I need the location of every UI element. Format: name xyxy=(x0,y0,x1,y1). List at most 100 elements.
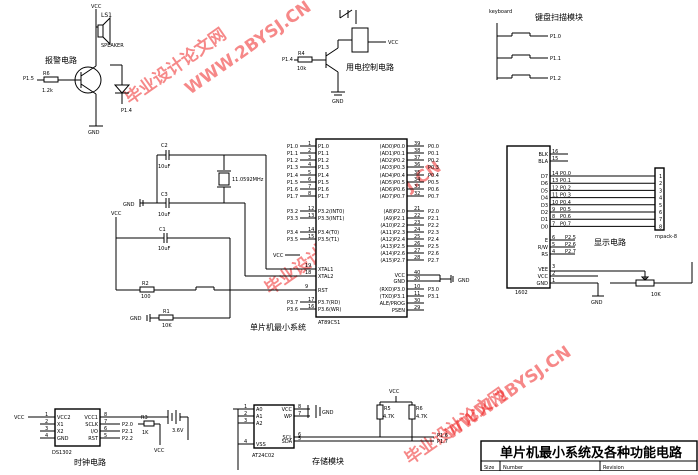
mcu-chip xyxy=(315,138,408,318)
speaker-icon xyxy=(97,24,104,38)
pin-number: 22 xyxy=(414,213,420,219)
r5-val: 4.7K xyxy=(383,414,395,420)
pin-number: 12 xyxy=(552,185,558,191)
pin-number: 3 xyxy=(552,264,555,270)
eeprom-pin-label: VCC xyxy=(282,407,293,413)
relay-pin: P1.4 xyxy=(282,57,293,63)
net-label: P1.0 xyxy=(287,144,298,150)
mcu-pin-label: (AD7)P0.7 xyxy=(380,194,405,200)
pin-number: 3 xyxy=(244,418,247,424)
oscillator-reset-circuit: C2 10uF C3 10uF GND 11.0592MHz VCC C1 10… xyxy=(111,143,300,329)
pin-number: 2 xyxy=(244,411,247,417)
pin-number: 2 xyxy=(308,148,311,154)
net-label: P0.2 xyxy=(560,185,571,191)
mcu-pin-label: P3.5(T1) xyxy=(318,237,339,243)
mcu-pin-label: VCC xyxy=(395,273,406,279)
net-label: P1.6 xyxy=(287,187,298,193)
mcu-pin-label: P3.3(INT1) xyxy=(318,216,344,222)
mcu-pin-label: ALE/PROG xyxy=(380,301,405,307)
net-label: P1.7 xyxy=(287,194,298,200)
net-label: P2.7 xyxy=(428,258,439,264)
pin-number: 11 xyxy=(552,193,558,199)
potentiometer-icon xyxy=(635,279,655,287)
pin-number: 7 xyxy=(308,184,311,190)
pin-number: 8 xyxy=(659,224,662,230)
c2-val: 10uF xyxy=(158,164,171,170)
mcu-pin-label: P1.2 xyxy=(318,158,329,164)
speaker-ref: LS1 xyxy=(101,12,112,19)
rtc-pin-label: X2 xyxy=(57,429,64,435)
r1-ref: R1 xyxy=(163,309,170,315)
pin-number: 8 xyxy=(298,404,301,410)
relay-circuit: VCC P1.4 R4 10k GND 用电控制电路 xyxy=(282,9,399,105)
pin-number: 17 xyxy=(308,297,314,303)
c3-val: 10uF xyxy=(158,212,171,218)
pot-val: 10K xyxy=(651,292,661,298)
mcu-pin-label: P3.7(RD) xyxy=(318,300,340,306)
alarm-section-title: 报警电路 xyxy=(45,55,77,65)
mcu-left-pins: P1.01P1.0P1.12P1.1P1.23P1.2P1.34P1.3P1.4… xyxy=(287,141,344,243)
relay-vcc: VCC xyxy=(388,40,399,46)
pin-number: 4 xyxy=(659,196,662,202)
r6-val: 1.2k xyxy=(42,88,53,94)
mcu-pin-label: (A8)P2.0 xyxy=(384,209,405,215)
pin-number: 1 xyxy=(244,404,247,410)
net-label: P0.3 xyxy=(560,193,571,199)
pin-number: 21 xyxy=(414,206,420,212)
rtc-pin-label: SCLK xyxy=(85,422,98,428)
pin-number: 6 xyxy=(308,177,311,183)
net-label: P1.2 xyxy=(287,158,298,164)
net-label: P2.0 xyxy=(428,209,439,215)
pin-number: 5 xyxy=(659,203,662,209)
pin-number: 33 xyxy=(414,184,420,190)
pin-number: 40 xyxy=(414,270,420,276)
lcd-pin-label: D4 xyxy=(541,196,548,202)
speaker-label: SPEAKER xyxy=(101,43,124,49)
watermark-url: WWW.2BYSJ.CN xyxy=(441,342,575,444)
pin-number: 5 xyxy=(308,170,311,176)
r1-val: 10K xyxy=(162,323,172,329)
net-label: P1.5 xyxy=(287,180,298,186)
net-label: P0.3 xyxy=(428,165,439,171)
keyboard-section-title: 键盘扫描模块 xyxy=(535,12,583,22)
mcu-pin-label: (AD2)P0.2 xyxy=(380,158,405,164)
pin-number: 37 xyxy=(414,155,420,161)
header-ref: rnpack-8 xyxy=(655,234,677,240)
net-label: P2.4 xyxy=(428,237,439,243)
clock-section-title: 时钟电路 xyxy=(74,457,106,467)
eeprom-ref: AT24C02 xyxy=(252,453,274,459)
pin-number: 35 xyxy=(414,170,420,176)
mcu-pin-label: (A11)P2.3 xyxy=(380,230,405,236)
keyboard-circuit: keyboard 键盘扫描模块 P1.0 P1.1 P1.2 xyxy=(489,9,583,82)
pin-number: 1 xyxy=(45,412,48,418)
pin-number: 7 xyxy=(552,221,555,227)
c2-ref: C2 xyxy=(161,143,168,149)
rtc-pin-label: VCC2 xyxy=(57,415,71,421)
net-label: P3.3 xyxy=(287,216,298,222)
lcd-pin-label: D5 xyxy=(541,188,548,194)
net-label: P0.6 xyxy=(428,187,439,193)
pin-number: 16 xyxy=(308,304,314,310)
net-label: P2.1 xyxy=(428,216,439,222)
rtc-vcc: VCC xyxy=(14,415,25,421)
mcu-pin-label: GND xyxy=(394,279,406,285)
net-label: P1.4 xyxy=(287,173,298,179)
schematic-title: 单片机最小系统及各种功能电路 xyxy=(500,445,683,461)
key-switch: P1.0 xyxy=(497,32,561,40)
xtal1-pin: XTAL1 xyxy=(318,267,333,273)
vcc-label: VCC xyxy=(91,4,102,10)
r5-ref: R5 xyxy=(384,406,391,412)
pin-number: 3 xyxy=(45,426,48,432)
lcd-pin-label: E xyxy=(545,238,548,244)
mcu-pin-label: PSEN xyxy=(392,308,405,314)
ee-gnd: GND xyxy=(322,410,334,416)
pin-number: 4 xyxy=(308,162,311,168)
crystal-val: 11.0592MHz xyxy=(232,177,264,183)
resistor-icon xyxy=(408,404,416,420)
pin-number: 13 xyxy=(308,213,314,219)
keyboard-en: keyboard xyxy=(489,9,512,15)
eeprom-pin-label: SCL xyxy=(283,435,293,441)
